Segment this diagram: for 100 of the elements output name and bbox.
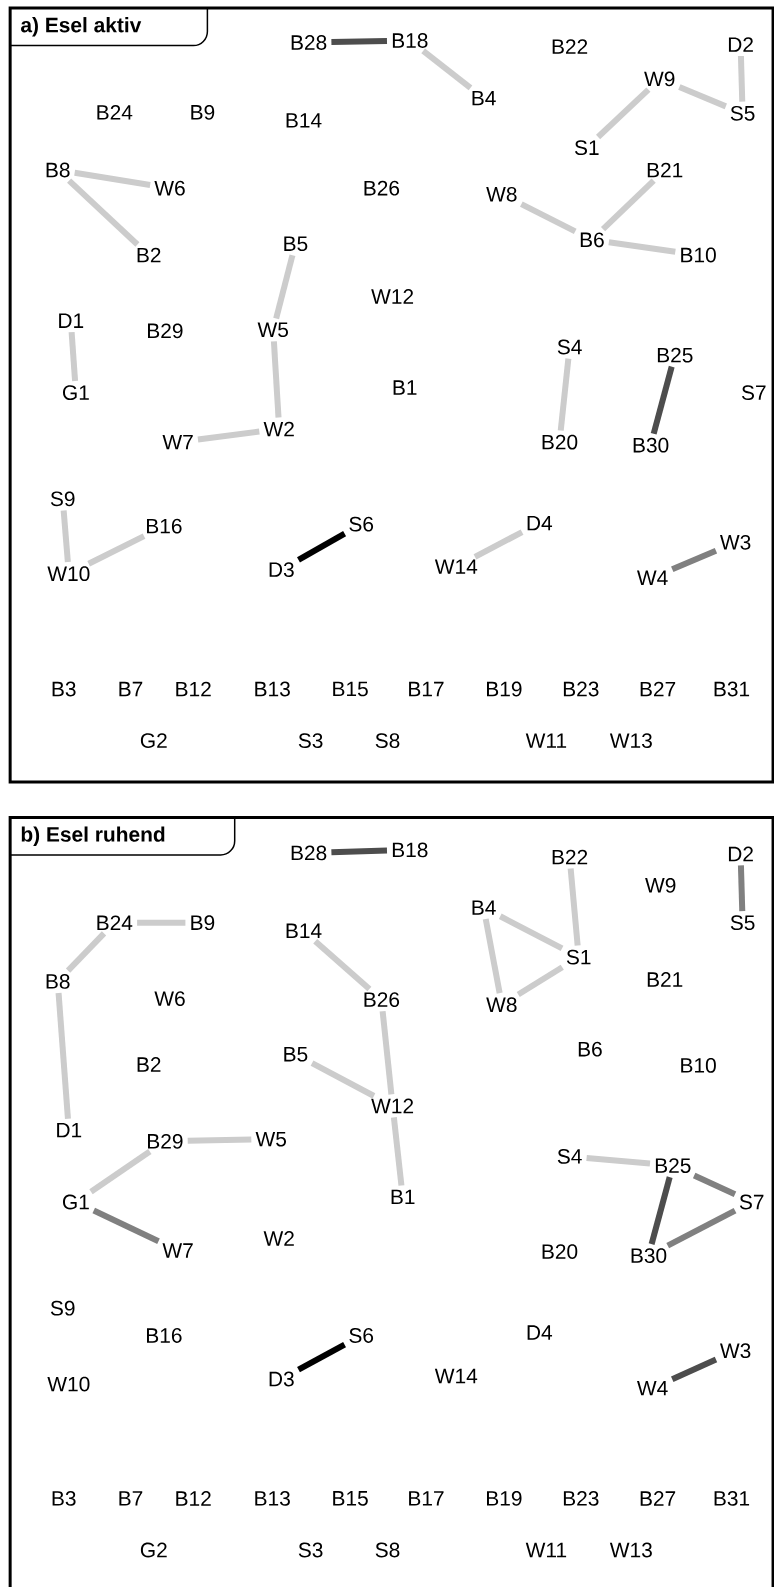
- connector-line: [520, 201, 577, 235]
- node-label: B30: [633, 437, 669, 453]
- connector-line: [516, 964, 564, 998]
- node-label: B18: [392, 842, 428, 858]
- node-label: B29: [148, 1133, 183, 1149]
- node-label: W13: [609, 1542, 652, 1558]
- connector-line: [313, 938, 372, 992]
- connector-line: [55, 992, 71, 1119]
- node-label: S1: [574, 140, 599, 156]
- node-label: B3: [52, 1491, 76, 1506]
- node-label: W14: [434, 559, 478, 574]
- node-label: W9: [645, 877, 676, 893]
- node-label: B20: [542, 1244, 578, 1259]
- node-label: S4: [557, 1149, 582, 1164]
- node-label: B3: [52, 681, 76, 697]
- node-label: B24: [97, 105, 133, 120]
- node-label: B10: [681, 1058, 716, 1073]
- connector-line: [600, 178, 656, 232]
- node-label: B7: [119, 1491, 143, 1506]
- node-label: S8: [375, 1542, 400, 1558]
- connector-line: [187, 1136, 252, 1144]
- node-label: B4: [472, 900, 496, 915]
- node-label: B6: [580, 232, 604, 248]
- node-label: S9: [50, 1300, 75, 1316]
- node-label: B31: [714, 681, 750, 697]
- connector-line: [666, 1208, 737, 1249]
- node-label: B23: [563, 1491, 599, 1506]
- node-label: S8: [375, 733, 400, 748]
- node-label: W10: [47, 1376, 90, 1392]
- node-label: B17: [409, 1491, 444, 1506]
- connector-line: [671, 547, 718, 573]
- connector-line: [608, 239, 676, 255]
- node-label: B16: [147, 1328, 182, 1343]
- node-label: S1: [566, 949, 591, 965]
- node-label: W4: [637, 1380, 668, 1396]
- node-label: B10: [681, 247, 716, 263]
- node-label: B8: [46, 974, 70, 989]
- connector-line: [737, 865, 746, 912]
- node-label: B13: [255, 1491, 290, 1506]
- connector-line: [379, 1010, 395, 1095]
- node-label: B1: [393, 380, 417, 395]
- node-label: B16: [147, 518, 182, 534]
- node-label: B4: [472, 90, 496, 106]
- node-label: B7: [119, 681, 143, 697]
- node-label: B12: [176, 1491, 211, 1506]
- node-label: G2: [140, 1542, 167, 1558]
- node-label: W6: [154, 991, 185, 1006]
- node-label: W3: [720, 1343, 751, 1359]
- connector-line: [297, 530, 347, 563]
- node-label: B2: [137, 1057, 161, 1072]
- connector-line: [473, 529, 524, 560]
- node-label: B9: [191, 104, 215, 120]
- connector-line: [197, 428, 260, 443]
- node-label: B28: [291, 845, 327, 861]
- node-label: W12: [371, 1098, 414, 1114]
- connector-line: [692, 1172, 737, 1198]
- node-label: B6: [578, 1041, 602, 1057]
- connector-line: [89, 1149, 152, 1195]
- node-label: B8: [46, 162, 70, 178]
- panel-title: a) Esel aktiv: [9, 7, 209, 47]
- node-label: B13: [255, 681, 290, 697]
- connector-line: [737, 55, 746, 102]
- node-label: B12: [176, 681, 211, 697]
- node-label: B31: [714, 1491, 750, 1506]
- node-label: W7: [162, 1243, 193, 1258]
- node-label: W3: [720, 534, 751, 550]
- node-label: G2: [140, 733, 167, 748]
- connector-line: [297, 1341, 346, 1373]
- node-label: D2: [728, 37, 753, 52]
- node-label: W2: [263, 1231, 294, 1246]
- connector-line: [87, 533, 146, 567]
- node-label: B24: [97, 915, 133, 930]
- connector-line: [421, 48, 473, 91]
- connector-line: [68, 331, 79, 382]
- node-label: G1: [63, 1194, 89, 1210]
- node-label: G1: [63, 385, 89, 400]
- node-label: S7: [741, 385, 766, 400]
- node-label: W7: [162, 434, 193, 450]
- node-label: B25: [655, 1158, 691, 1173]
- connector-line: [557, 358, 572, 431]
- node-label: W11: [525, 733, 567, 748]
- node-label: B26: [364, 180, 400, 196]
- connector-line: [270, 341, 282, 418]
- connector-line: [60, 510, 71, 563]
- node-label: S5: [730, 105, 755, 121]
- node-label: B17: [409, 681, 444, 697]
- node-label: W10: [47, 566, 90, 582]
- node-label: B27: [640, 681, 676, 697]
- node-label: W8: [486, 186, 517, 202]
- node-label: B23: [563, 681, 599, 697]
- connector-line: [650, 365, 675, 435]
- node-label: B5: [284, 236, 308, 252]
- connector-line: [273, 254, 296, 320]
- node-label: B21: [647, 162, 683, 178]
- connector-line: [596, 87, 651, 140]
- node-label: D3: [269, 562, 294, 577]
- node-label: W11: [525, 1542, 567, 1558]
- node-label: D3: [269, 1371, 294, 1387]
- node-label: D1: [57, 1122, 82, 1138]
- connector-line: [331, 847, 388, 856]
